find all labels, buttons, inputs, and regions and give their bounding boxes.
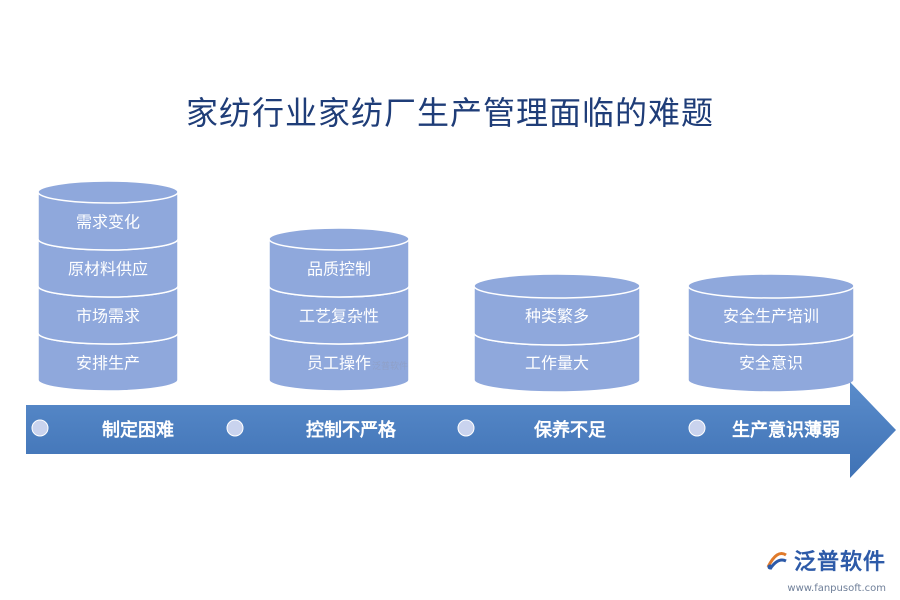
stack-label: 种类繁多	[525, 307, 589, 326]
cylinder-body	[268, 285, 410, 345]
stack-label: 员工操作	[307, 354, 371, 373]
page-title: 家纺行业家纺厂生产管理面临的难题	[185, 94, 714, 132]
cylinder-segment: 安全生产培训	[687, 273, 855, 346]
stack-label: 品质控制	[307, 260, 371, 279]
stack-label: 原材料供应	[68, 260, 148, 279]
brand-logo: 泛普软件	[764, 544, 886, 576]
cylinder-body	[473, 285, 641, 346]
cylinder-stack: 安全意识 安全生产培训	[687, 273, 855, 393]
stack-label: 市场需求	[76, 307, 140, 326]
cylinder-body	[687, 332, 855, 393]
brand-name: 泛普软件	[793, 550, 886, 575]
cylinder-top	[37, 180, 179, 204]
cylinder-body	[37, 285, 179, 345]
brand-url: www.fanpusoft.com	[787, 583, 886, 594]
cylinder-body	[37, 332, 179, 392]
arrow-label: 生产意识薄弱	[732, 419, 840, 441]
stack-label: 安排生产	[76, 354, 140, 373]
timeline-arrow: 制定困难 控制不严格 保养不足 生产意识薄弱	[26, 382, 896, 478]
cylinder-stack: 安排生产 市场需求 原材料供应 需求变化	[37, 180, 179, 392]
cylinder-body	[473, 332, 641, 393]
arrow-label: 保养不足	[533, 419, 606, 441]
stack-label: 安全意识	[739, 354, 803, 373]
center-watermark-text: 泛普软件	[372, 360, 408, 372]
cylinder-segment: 种类繁多	[473, 273, 641, 346]
cylinder-top	[473, 273, 641, 299]
stack-label: 需求变化	[76, 213, 140, 232]
cylinder-segment: 品质控制	[268, 227, 410, 298]
cylinder-body	[268, 332, 410, 392]
stack-label: 工作量大	[525, 354, 589, 373]
cylinder-body	[37, 191, 179, 251]
timeline-dot-icon	[688, 419, 706, 437]
arrow-label: 制定困难	[102, 419, 174, 441]
cylinder-segment: 需求变化	[37, 180, 179, 251]
stack-label: 工艺复杂性	[299, 307, 379, 326]
cylinder-top	[687, 273, 855, 299]
cylinder-stacks: 安排生产市场需求原材料供应需求变化员工操作工艺复杂性品质控制工作量大种类繁多安全…	[37, 180, 855, 393]
timeline-dot-icon	[31, 419, 49, 437]
cylinder-body	[268, 238, 410, 298]
cylinder-body	[37, 238, 179, 298]
logo-icon	[766, 552, 787, 570]
cylinder-stack: 员工操作 工艺复杂性 品质控制	[268, 227, 410, 392]
timeline-dot-icon	[457, 419, 475, 437]
cylinder-body	[687, 285, 855, 346]
timeline-dot-icon	[226, 419, 244, 437]
stack-label: 安全生产培训	[723, 307, 819, 326]
cylinder-top	[268, 227, 410, 251]
arrow-label: 控制不严格	[306, 419, 397, 441]
